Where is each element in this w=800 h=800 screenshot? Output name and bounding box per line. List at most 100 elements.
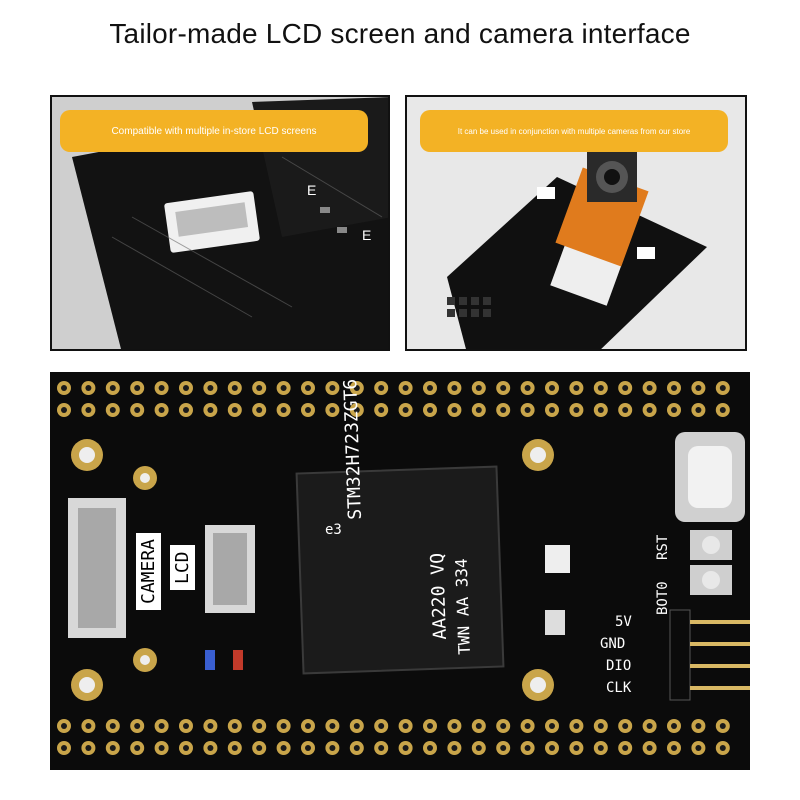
header-pin-hole	[622, 385, 629, 391]
header-pin-hole	[134, 723, 141, 729]
header-pin-hole	[109, 407, 116, 413]
header-pin-hole	[61, 723, 67, 729]
header-pin-hole	[573, 745, 580, 751]
header-pin-hole	[231, 407, 238, 413]
header-pin-hole	[622, 745, 629, 751]
header-pin-hole	[231, 745, 238, 751]
header-pin-hole	[427, 745, 433, 751]
header-pin-hole	[207, 385, 214, 391]
header-pin-hole	[158, 407, 165, 413]
header-pin-hole	[61, 745, 67, 751]
header-pin-hole	[378, 745, 385, 751]
header-pin-hole	[671, 745, 677, 751]
camera-label: CAMERA	[136, 532, 161, 610]
header-pin-hole	[671, 407, 677, 413]
header-pin-hole	[475, 723, 482, 729]
header-pin-hole	[378, 407, 385, 413]
header-pin-hole	[280, 385, 287, 391]
mounting-holes	[71, 439, 554, 701]
header-pin-hole	[353, 407, 360, 413]
header-pin-hole	[85, 745, 92, 751]
header-pin-hole	[207, 745, 214, 751]
header-pin-hole	[353, 385, 360, 391]
header-pin-hole	[85, 723, 92, 729]
header-pin-hole	[597, 723, 604, 729]
svg-text:E: E	[362, 227, 371, 243]
mcu-chip	[295, 465, 505, 675]
button-label-boot0: BOT0	[655, 581, 671, 615]
camera-callout: It can be used in conjunction with multi…	[420, 110, 728, 152]
header-pin-hole	[646, 407, 653, 413]
header-pin-hole	[646, 745, 653, 751]
header-pin-hole	[158, 385, 165, 391]
header-pin-hole	[695, 745, 702, 751]
header-pin-hole	[402, 723, 409, 729]
header-pin-hole	[378, 723, 385, 729]
header-pin-hole	[573, 407, 580, 413]
header-pin-hole	[183, 407, 189, 413]
button-label-rst: RST	[655, 534, 671, 560]
swd-label-gnd: GND	[600, 636, 626, 652]
header-pin-hole	[622, 407, 629, 413]
header-pin-hole	[158, 745, 165, 751]
svg-text:E: E	[307, 182, 316, 198]
page-title: Tailor-made LCD screen and camera interf…	[109, 18, 691, 49]
header-pin-hole	[573, 385, 580, 391]
header-pin-hole	[475, 407, 482, 413]
header-pin-hole	[646, 385, 653, 391]
header-pin-hole	[475, 385, 482, 391]
swd-label-5v: 5V	[615, 614, 632, 630]
header-pin-hole	[329, 723, 336, 729]
header-pin-hole	[451, 385, 458, 391]
header-pin-hole	[500, 745, 507, 751]
header-pin-hole	[85, 407, 92, 413]
header-pin-hole	[524, 745, 531, 751]
header-pin-hole	[597, 745, 604, 751]
header-pin-hole	[500, 385, 507, 391]
header-pin-hole	[329, 745, 336, 751]
chip-marking-2: AA220 VQ	[426, 552, 451, 640]
header-pin-hole	[378, 385, 385, 391]
header-pin-hole	[695, 723, 702, 729]
header-pin-hole	[427, 385, 433, 391]
header-pin-hole	[134, 407, 141, 413]
header-pin-hole	[719, 723, 726, 729]
header-pin-hole	[305, 745, 311, 751]
header-pin-hole	[305, 407, 311, 413]
header-pin-hole	[280, 745, 287, 751]
header-pin-hole	[280, 723, 287, 729]
header-pin-hole	[549, 407, 555, 413]
header-pin-hole	[646, 723, 653, 729]
header-pin-hole	[256, 745, 263, 751]
header-pin-hole	[524, 385, 531, 391]
header-pin-hole	[61, 407, 67, 413]
header-pin-hole	[183, 723, 189, 729]
chip-marking-3: TWN AA 334	[451, 558, 474, 655]
header-pin-hole	[402, 745, 409, 751]
lcd-label: LCD	[170, 545, 195, 590]
header-pin-hole	[549, 385, 555, 391]
header-pin-hole	[500, 407, 507, 413]
header-pin-hole	[109, 745, 116, 751]
header-pin-hole	[719, 407, 726, 413]
header-pin-hole	[500, 723, 507, 729]
header-pin-hole	[305, 723, 311, 729]
header-pin-hole	[671, 385, 677, 391]
header-pin-hole	[573, 723, 580, 729]
header-pin-hole	[695, 385, 702, 391]
header-pin-hole	[671, 723, 677, 729]
header-pin-hole	[524, 723, 531, 729]
header-pin-hole	[427, 723, 433, 729]
header-pin-hole	[256, 407, 263, 413]
header-pin-hole	[207, 407, 214, 413]
header-pin-hole	[353, 723, 360, 729]
header-pin-hole	[719, 745, 726, 751]
header-pin-hole	[427, 407, 433, 413]
header-pin-hole	[524, 407, 531, 413]
header-pin-hole	[231, 385, 238, 391]
swd-label-clk: CLK	[606, 680, 632, 696]
header-pin-hole	[451, 723, 458, 729]
header-pin-hole	[597, 385, 604, 391]
header-pin-hole	[109, 385, 116, 391]
header-pin-hole	[61, 385, 67, 391]
